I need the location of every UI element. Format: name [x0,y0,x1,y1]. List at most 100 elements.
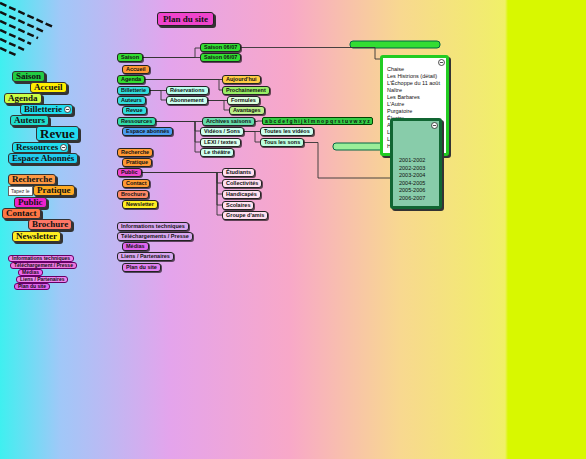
node-text: Recherche [121,149,149,156]
sitemap-pill: Saison 06/07 [200,53,241,62]
node-text: Auteurs [121,97,142,104]
node-text: Prochainement [226,87,266,94]
node-text: 2004-2005 [399,180,425,188]
node-text: Saison 06/07 [204,44,237,51]
sitemap-pill: Accueil [122,65,150,74]
node-text: Espace Abonnés [12,154,74,163]
node-text: Scolaires [226,202,250,209]
node-text: Tous les sons [264,139,300,146]
node-text: Contact [6,209,37,218]
node-text: 2001-2002 [399,157,425,165]
connector [143,57,200,58]
green-bar [350,41,440,48]
node-text: Groupe d'amis [226,212,264,219]
menu-link: Plan du site [14,283,50,290]
menu-button: Newsletter [12,231,61,242]
node-text: Plan du site [126,264,157,271]
sitemap-pill: Archives saisons [202,117,255,126]
node-text: Informations techniques [12,256,70,261]
sitemap-pill: Téléchargements / Presse [117,232,193,241]
node-text: Tapez le [11,187,30,195]
sitemap-pill: Ressources [117,117,156,126]
sitemap-pill: Espace abonnés [122,127,173,136]
node-text: Newsletter [126,201,154,208]
node-text: L'Échoppe du 11 août [387,80,440,87]
toggle-icon [60,144,67,151]
menu-link: Liens / Partenaires [16,276,68,283]
sitemap-pill: Billetterie [117,86,150,95]
sitemap-pill: Formules [227,96,260,105]
node-text: Plan du site [18,284,46,289]
sitemap-pill: LEXI / textes [200,138,241,147]
sitemap-pill: Public [117,168,142,177]
node-text: Aujourd'hui [226,76,257,83]
node-text: Réservations [170,87,205,94]
node-text: Naître [387,87,440,94]
toggle-icon [431,122,438,129]
node-text: Avantages [233,107,261,114]
stripe-fringe [0,3,52,56]
stripe [0,48,17,56]
node-text: Liens / Partenaires [20,277,64,282]
connector [208,101,229,111]
node-text: 2003-2004 [399,172,425,180]
node-text: Purgatoire [387,108,440,115]
stripe [0,39,24,50]
node-text: Les Histrions (détail) [387,73,440,80]
node-text: Chaise [387,66,440,73]
menu-button: Pratique [33,185,75,196]
menu-button: Agenda [4,93,42,104]
menu-button: Brochure [28,219,72,230]
sitemap-pill: Saison 06/07 [200,43,241,52]
menu-link: Médias [18,269,43,276]
node-text: Agenda [121,76,141,83]
menu-button: Billetterie [20,104,73,115]
node-text: Archives saisons [206,118,251,125]
node-text: 2002-2003 [399,165,425,173]
menu-button: Accueil [30,82,67,93]
node-text: Brochure [121,191,145,198]
toggle-icon [64,106,71,113]
sitemap-pill: Réservations [166,86,209,95]
node-text: Brochure [32,220,68,229]
archive-panel: 2001-20022002-20032003-20042004-20052005… [390,118,442,209]
node-text: a b c d e f g h i j k l m n o p q r s t … [265,118,370,124]
node-text: Public [121,169,138,176]
node-text: Accueil [34,83,63,92]
connector [304,143,390,179]
menu-button: Public [14,197,47,208]
alphabet-bar: a b c d e f g h i j k l m n o p q r s t … [262,117,373,125]
sitemap-pill: Avantages [229,106,265,115]
node-text: Toutes les vidéos [264,128,310,135]
sitemap-pill: Informations techniques [117,222,189,231]
sitemap-pill: Le théâtre [200,148,234,157]
sitemap-pill: Plan du site [122,263,161,272]
node-text: Contact [126,180,146,187]
sitemap-pill: Étudiants [222,168,255,177]
node-text: Saison [121,54,139,61]
connector [142,173,222,195]
sitemap-pill: Saison [117,53,143,62]
node-text: Billetterie [121,87,146,94]
node-text: 2006-2007 [399,195,425,203]
node-text: Agenda [8,94,38,103]
node-text: Newsletter [16,232,57,241]
node-text: Ressources [16,143,58,152]
menu-button: Revue [36,126,79,141]
node-text: Saison [16,72,41,81]
node-text: Le théâtre [204,149,230,156]
sitemap-pill: Aujourd'hui [222,75,261,84]
node-text: Public [18,198,43,207]
sitemap-pill: Vidéos / Sons [200,127,244,136]
node-text: Saison 06/07 [204,54,237,61]
node-text: Formules [231,97,256,104]
sitemap-pill: Contact [122,179,150,188]
menu-button: Saison [12,71,45,82]
sitemap-pill: Collectivités [222,179,262,188]
node-text: Informations techniques [121,223,185,230]
sitemap-pill: Toutes les vidéos [260,127,314,136]
toggle-icon [438,59,445,66]
stripe [0,21,38,38]
